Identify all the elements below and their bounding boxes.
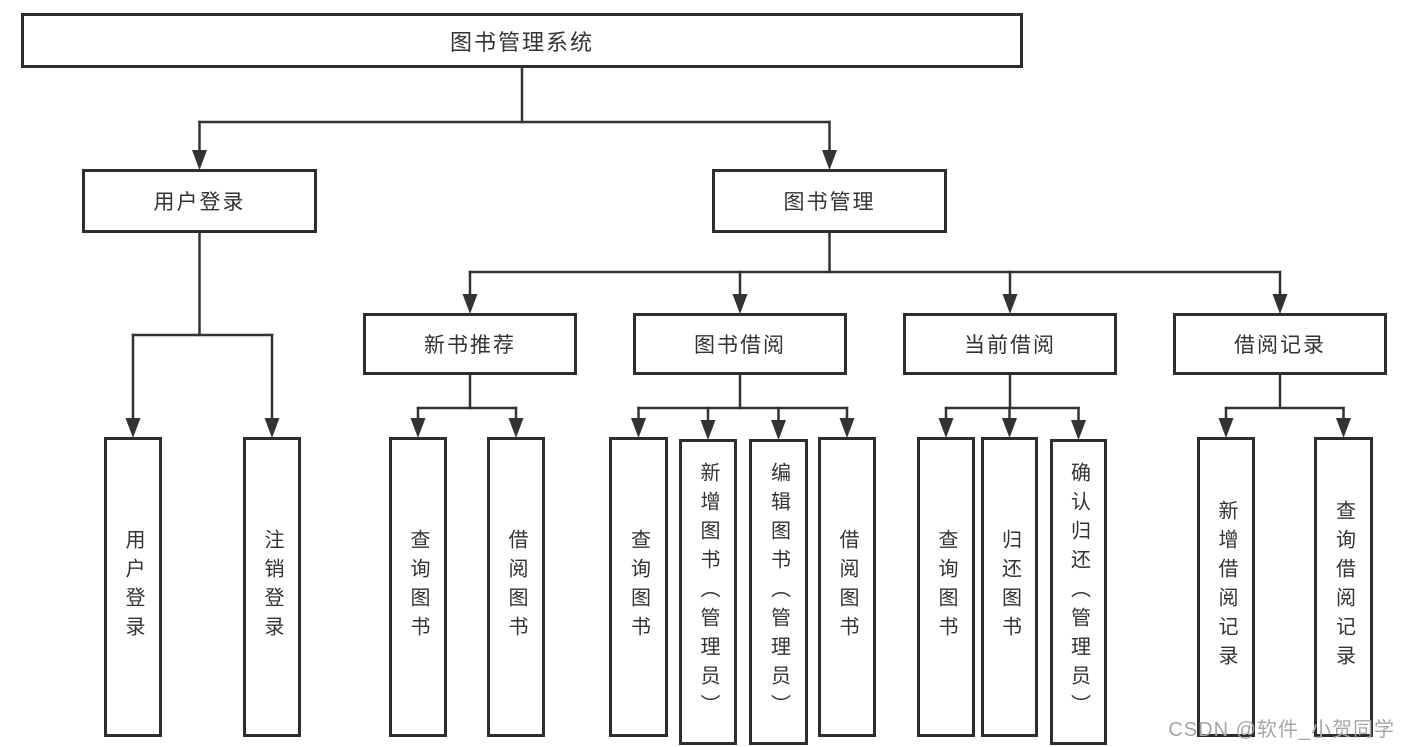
arrowhead-icon	[839, 418, 855, 438]
node-ul-logout: 注销登录	[243, 437, 301, 737]
node-label: 注销登录	[261, 529, 283, 645]
node-label: 图书借阅	[694, 334, 786, 357]
arrowhead-icon	[125, 418, 141, 438]
arrowhead-icon	[508, 418, 524, 438]
node-user-login: 用户登录	[82, 169, 317, 233]
node-label: 用户登录	[122, 529, 144, 645]
node-label: 借阅图书	[836, 529, 858, 645]
arrowhead-icon	[192, 150, 207, 170]
node-label: 确认归还（管理员）	[1067, 461, 1090, 723]
node-bb-borrow-book: 借阅图书	[818, 437, 876, 737]
watermark: CSDN @软件_小贺同学	[1168, 719, 1395, 741]
node-bb-edit-book: 编辑图书（管理员）	[749, 439, 808, 745]
node-book-mgmt: 图书管理	[712, 169, 947, 233]
node-label: 用户登录	[153, 191, 246, 214]
arrowhead-icon	[732, 294, 748, 314]
node-label: 查询图书	[627, 529, 650, 645]
node-label: 图书管理系统	[449, 29, 594, 55]
node-cb-return-book: 归还图书	[981, 437, 1038, 737]
arrowhead-icon	[1272, 294, 1288, 314]
node-borrow-record: 借阅记录	[1173, 313, 1387, 375]
node-current-borrow: 当前借阅	[903, 313, 1117, 375]
arrowhead-icon	[462, 294, 478, 314]
arrowhead-icon	[1218, 418, 1234, 438]
arrowhead-icon	[822, 150, 837, 170]
node-label: 查询借阅记录	[1332, 500, 1355, 674]
node-bb-query-book: 查询图书	[609, 437, 668, 737]
node-new-book-rec: 新书推荐	[363, 313, 577, 375]
arrowhead-icon	[1336, 418, 1351, 438]
arrowhead-icon	[410, 418, 426, 438]
arrowhead-icon	[700, 420, 716, 440]
node-bb-add-book: 新增图书（管理员）	[679, 439, 737, 745]
node-label: 借阅记录	[1234, 334, 1326, 357]
node-label: 新增借阅记录	[1215, 500, 1237, 674]
node-ul-user-login: 用户登录	[104, 437, 162, 737]
node-label: 当前借阅	[964, 334, 1056, 357]
node-label: 借阅图书	[505, 529, 527, 645]
node-cb-confirm-return: 确认归还（管理员）	[1050, 439, 1107, 745]
node-label: 编辑图书（管理员）	[767, 461, 790, 723]
arrowhead-icon	[264, 418, 280, 438]
node-label: 归还图书	[998, 529, 1021, 645]
node-label: 新书推荐	[424, 334, 516, 357]
node-label: 新增图书（管理员）	[697, 461, 719, 723]
node-br-query-record: 查询借阅记录	[1314, 437, 1373, 737]
arrowhead-icon	[1002, 418, 1017, 438]
node-root: 图书管理系统	[21, 13, 1023, 68]
node-br-add-record: 新增借阅记录	[1197, 437, 1255, 737]
node-label: 图书管理	[783, 191, 876, 214]
node-book-borrow: 图书借阅	[633, 313, 847, 375]
node-cb-query-book: 查询图书	[917, 437, 975, 737]
node-label: 查询图书	[935, 529, 957, 645]
node-nb-borrow-book: 借阅图书	[487, 437, 545, 737]
arrowhead-icon	[1002, 294, 1018, 314]
node-nb-query-book: 查询图书	[389, 437, 447, 737]
arrowhead-icon	[1071, 420, 1086, 440]
arrowhead-icon	[771, 420, 786, 440]
arrowhead-icon	[631, 418, 646, 438]
node-label: 查询图书	[407, 529, 429, 645]
arrowhead-icon	[938, 418, 954, 438]
